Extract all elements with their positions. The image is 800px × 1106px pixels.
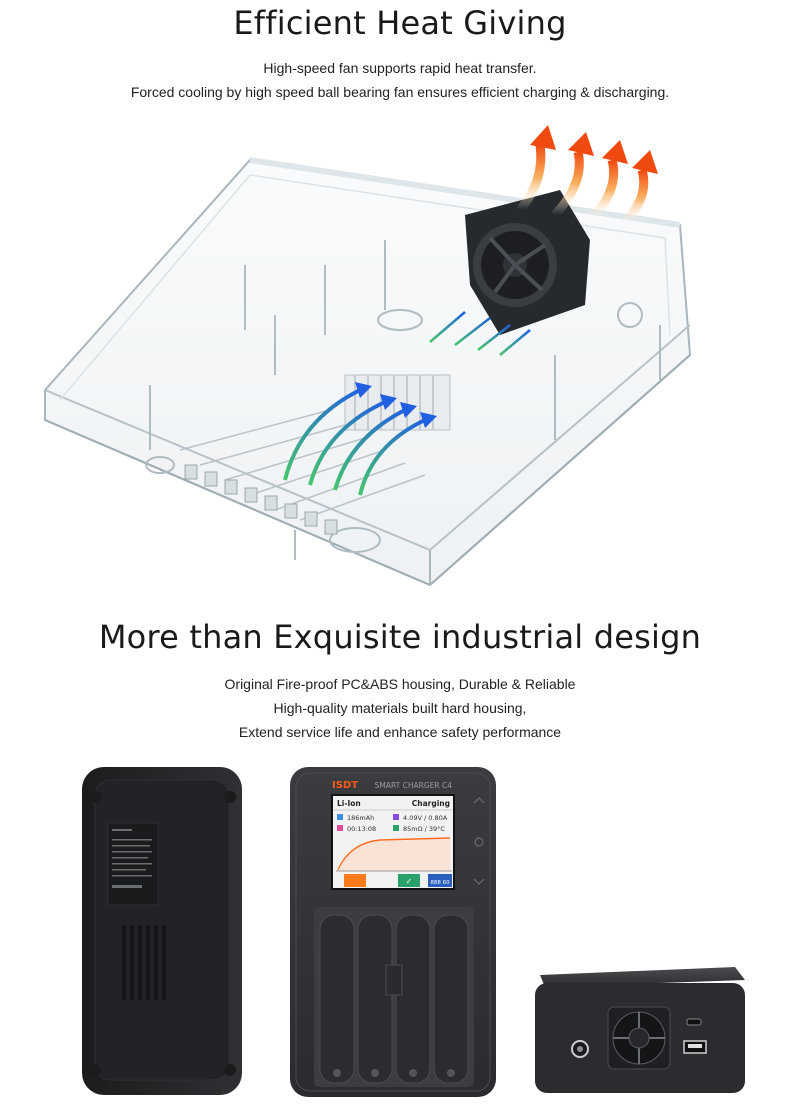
charger-side-view	[535, 967, 745, 1093]
battery-bays	[314, 907, 474, 1087]
screen-soft-key-left	[344, 874, 366, 887]
down-button-icon	[473, 878, 485, 885]
svg-text:888 60: 888 60	[430, 880, 450, 886]
screen-soft-key-ok	[398, 874, 420, 887]
fan-intake-arrows	[429, 311, 531, 356]
heat-section-description: High-speed fan supports rapid heat trans…	[0, 56, 800, 104]
checkmark-icon: ✓	[406, 877, 413, 886]
contact-tabs	[184, 464, 338, 535]
housing-shell	[44, 157, 692, 587]
cooling-fan	[465, 190, 590, 335]
cooling-airflow-arrows	[283, 382, 437, 496]
battery-contacts	[179, 409, 426, 521]
inner-posts	[145, 240, 661, 560]
ok-button-icon	[474, 837, 484, 847]
heat-exhaust-arrows	[516, 125, 658, 229]
design-description-line: Original Fire-proof PC&ABS housing, Dura…	[224, 676, 576, 692]
design-section-description: Original Fire-proof PC&ABS housing, Dura…	[0, 672, 800, 744]
heat-section-title: Efficient Heat Giving	[233, 4, 567, 42]
charger-back-view	[82, 767, 242, 1095]
screen-resistance-temp: 85mΩ / 39°C	[403, 825, 445, 833]
up-button-icon	[473, 797, 485, 804]
screen-time: 00:13:08	[347, 825, 376, 833]
heat-description-line: High-speed fan supports rapid heat trans…	[263, 60, 537, 76]
model-label: SMART CHARGER C4	[375, 781, 453, 790]
transparent-housing-illustration	[44, 125, 692, 587]
screen-chemistry: Li-Ion	[337, 799, 361, 808]
usb-c-port	[686, 1018, 702, 1026]
design-section-title: More than Exquisite industrial design	[98, 618, 702, 656]
brand-logo: ISDT	[332, 780, 358, 791]
screen-status: Charging	[412, 799, 450, 808]
charge-curve	[337, 837, 451, 871]
design-description-line: High-quality materials built hard housin…	[273, 700, 527, 716]
lcd-screen: Li-Ion Charging 186mAh 4.09V / 0.80A 00:…	[331, 794, 455, 890]
front-buttons	[473, 797, 485, 885]
screen-voltage-current: 4.09V / 0.80A	[403, 814, 448, 822]
design-description-line: Extend service life and enhance safety p…	[238, 724, 562, 740]
charger-front-view: ISDT SMART CHARGER C4 Li-Ion Charging 18…	[290, 767, 496, 1097]
charger-product-views: ISDT SMART CHARGER C4 Li-Ion Charging 18…	[82, 767, 745, 1097]
heat-description-line: Forced cooling by high speed ball bearin…	[130, 84, 670, 100]
screen-capacity: 186mAh	[347, 814, 374, 822]
screen-slot-badge	[428, 874, 452, 887]
heatsink	[344, 374, 451, 431]
